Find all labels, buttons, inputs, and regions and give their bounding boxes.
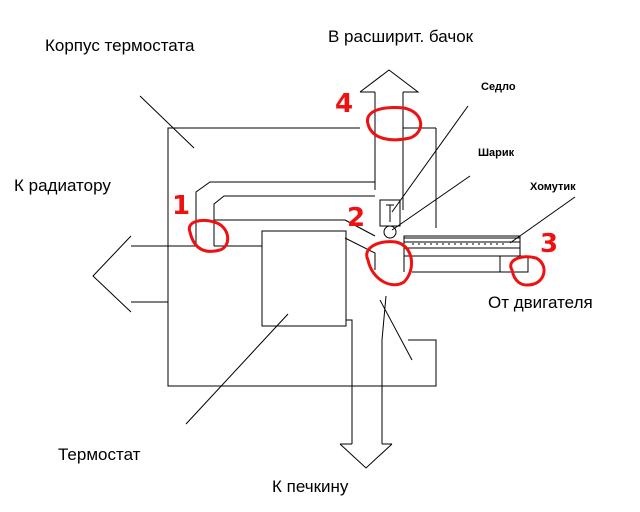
clamp-label: Хомутик — [530, 181, 576, 193]
valve-ball — [383, 225, 397, 239]
housing-label: Корпус термостата — [45, 36, 195, 55]
thermostat-element — [261, 230, 347, 327]
heater-pipe — [339, 295, 393, 469]
saddle-label: Седло — [481, 81, 516, 93]
clamp-band — [403, 235, 521, 243]
valve-seat — [379, 199, 401, 227]
tank-pipe — [359, 69, 420, 210]
engine-label: От двигателя — [488, 293, 593, 312]
svg-text:2: 2 — [347, 203, 365, 233]
heater-label: К печкину — [272, 477, 349, 496]
marker-2: 2 — [347, 203, 413, 287]
leader-lines — [139, 95, 576, 425]
ball-label: Шарик — [478, 147, 515, 159]
marker-3: 3 — [509, 229, 558, 287]
tank-label: В расширит. бачок — [328, 27, 474, 46]
engine-pipe — [344, 237, 529, 273]
radiator-pipe — [92, 219, 376, 313]
svg-text:3: 3 — [540, 229, 558, 259]
svg-text:4: 4 — [335, 89, 353, 119]
marker-1: 1 — [172, 191, 230, 253]
thermostat-label: Термостат — [58, 445, 141, 464]
housing-body — [167, 127, 437, 387]
svg-text:1: 1 — [172, 191, 190, 221]
radiator-label: К радиатору — [14, 176, 111, 195]
bypass-channel — [195, 181, 375, 246]
marker-4: 4 — [335, 89, 422, 142]
